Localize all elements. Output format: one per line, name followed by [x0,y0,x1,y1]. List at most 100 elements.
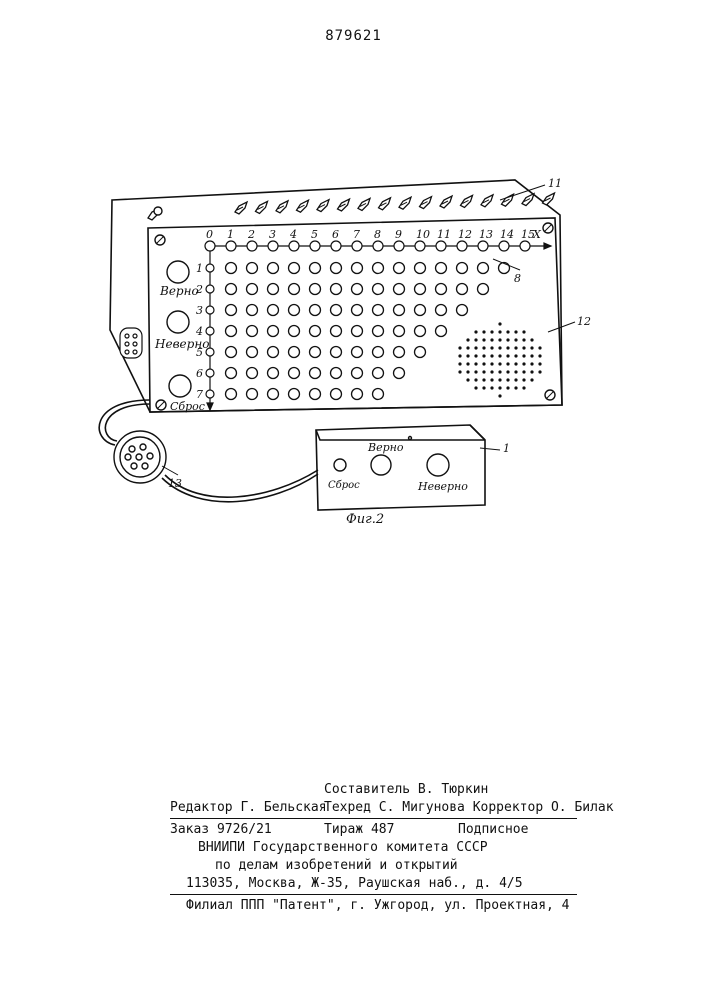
speaker-hole [490,346,493,349]
indicator-lamp [226,347,237,358]
speaker-hole [490,378,493,381]
indicator-lamp [331,347,342,358]
row-labels: 1234567 [195,262,214,401]
indicator-lamp [226,305,237,316]
speaker-hole [498,394,501,397]
indicator-lamp [226,284,237,295]
speaker-hole [498,338,501,341]
indicator-lamp [226,326,237,337]
panel-correct-button [167,261,189,283]
row-indicator [206,285,214,293]
toggle-switch-icon [543,193,555,205]
remote-incorrect-label: Неверно [417,480,468,493]
indicator-lamp [352,368,363,379]
indicator-lamp [436,305,447,316]
speaker-hole [538,362,541,365]
speaker-hole [506,346,509,349]
speaker-hole [498,322,501,325]
column-label: 3 [269,228,276,241]
screw-icon [154,207,162,215]
speaker-hole [474,338,477,341]
column-indicator [247,241,257,251]
indicator-lamp [289,284,300,295]
order-line: Заказ 9726/21 [170,822,272,837]
indicator-lamp [226,368,237,379]
speaker-hole [530,346,533,349]
speaker-hole [466,354,469,357]
indicator-lamp [415,284,426,295]
toggle-switch-icon [461,195,473,207]
column-indicator [415,241,425,251]
column-label: 8 [374,228,381,241]
column-label: 5 [311,228,318,241]
row-indicator [206,327,214,335]
speaker-hole [538,370,541,373]
column-indicator [457,241,467,251]
column-label: 2 [247,228,255,241]
indicator-lamp [352,326,363,337]
speaker-hole [514,346,517,349]
toggle-switch-icon [297,200,309,212]
speaker-hole [498,362,501,365]
column-indicator [373,241,383,251]
indicator-lamp [289,368,300,379]
ref-numeral-speaker: 12 [577,315,591,328]
indicator-lamp [268,284,279,295]
row-indicator [206,264,214,272]
indicator-lamp [268,347,279,358]
row-indicator [206,306,214,314]
speaker-hole [474,370,477,373]
speaker-hole [482,338,485,341]
speaker-hole [474,330,477,333]
column-indicator [394,241,404,251]
speaker-hole [490,370,493,373]
row-indicator [206,369,214,377]
speaker-hole [482,378,485,381]
speaker-hole [514,386,517,389]
remote-cable [165,470,318,497]
indicator-lamp [268,368,279,379]
indicator-lamp [226,263,237,274]
speaker-hole [530,338,533,341]
indicator-lamp [415,263,426,274]
indicator-lamp [499,263,510,274]
column-indicator [520,241,530,251]
speaker-hole [482,330,485,333]
speaker-hole [514,330,517,333]
speaker-hole [506,362,509,365]
indicator-lamp [331,368,342,379]
indicator-lamp [331,305,342,316]
indicator-lamp [415,326,426,337]
indicator-lamp [394,347,405,358]
toggle-switch-icon [522,194,534,206]
indicator-lamp [436,326,447,337]
panel-incorrect-label: Неверно [154,337,209,351]
speaker-hole [458,370,461,373]
toggle-switch-icon [440,196,452,208]
indicator-lamp [436,263,447,274]
indicator-lamp [310,347,321,358]
column-label: 4 [289,228,297,241]
speaker-hole [530,378,533,381]
column-indicator [352,241,362,251]
remote-correct-button [371,455,391,475]
row-label: 6 [196,367,203,380]
column-label: 0 [206,228,213,241]
indicator-lamp [394,326,405,337]
indicator-lamp [247,284,258,295]
ref-numeral-connector: 13 [168,477,182,490]
remote-reset-button [334,459,346,471]
indicator-lamp [331,284,342,295]
column-labels: 0123456789101112131415Х [205,228,542,251]
indicator-lamp [289,326,300,337]
indicator-lamp [289,305,300,316]
indicator-lamp [373,389,384,400]
indicator-lamp [373,368,384,379]
circulation-line: Тираж 487 [324,822,394,837]
remote-correct-label: Верно [367,441,404,454]
indicator-lamp [247,347,258,358]
row-label: 3 [196,304,203,317]
branch-line: Филиал ППП "Патент", г. Ужгород, ул. Про… [186,898,570,913]
indicator-lamp [373,284,384,295]
toggle-switch-icon [481,195,493,207]
